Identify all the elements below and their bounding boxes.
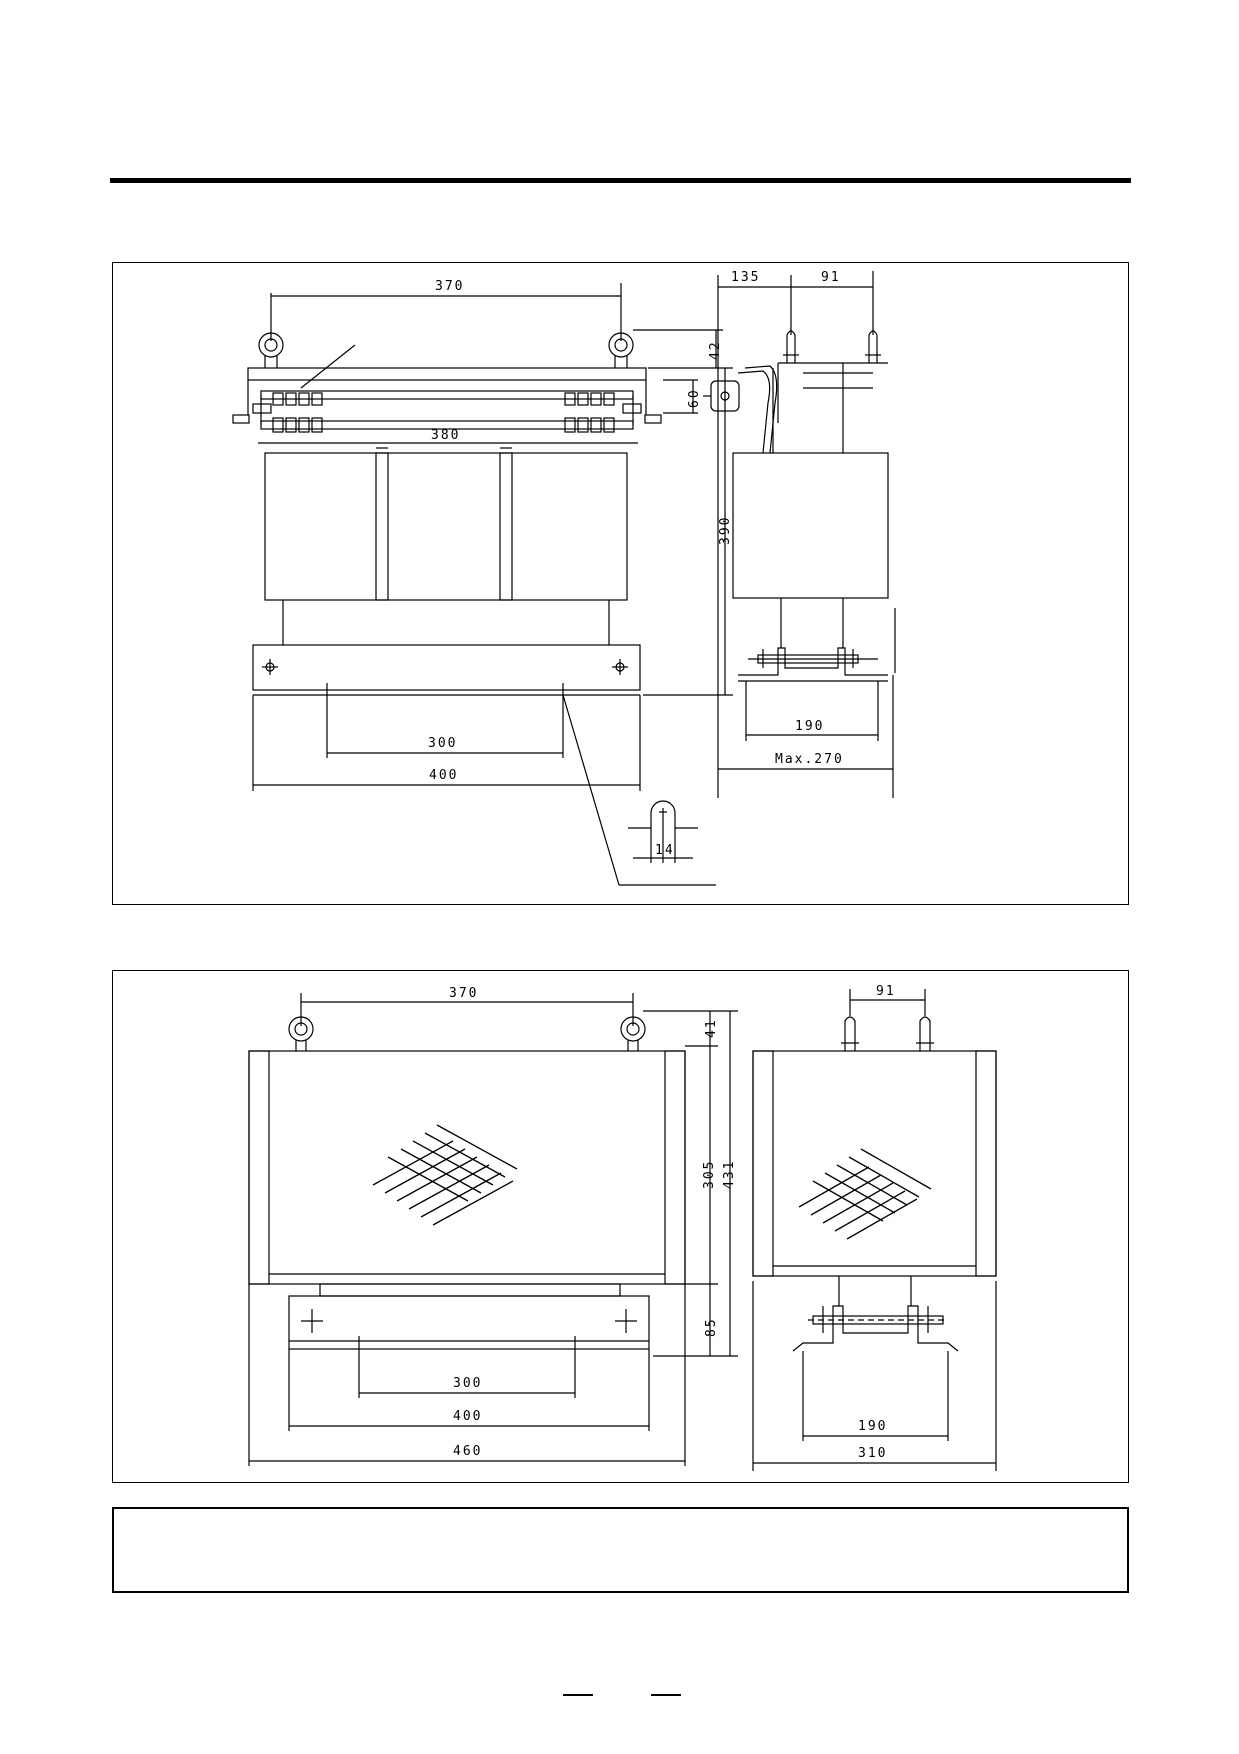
transformer-core [264,452,628,601]
terminal-post-icon [783,330,799,363]
mounting-base [252,644,641,691]
fig2-dim-side-overall-width: 310 [858,1446,887,1461]
mount-hole-icon [301,1309,323,1333]
ventilation-mesh [798,1148,932,1240]
eyebolt-icon [620,1016,646,1051]
note-box [112,1507,1129,1593]
fig1-dim-overall-height: 390 [718,516,733,545]
fig1-dim-side-mount-span: 190 [795,719,824,734]
fig1-side-core [732,452,889,599]
fig2-dim-eyebolt-span: 370 [449,986,478,1001]
terminal-post-icon [916,1016,934,1051]
fig2-dim-side-mount-span: 190 [858,1419,887,1434]
ventilation-mesh [372,1124,518,1226]
fig2-dim-terminal-pitch: 91 [876,984,896,999]
fig2-front-view: 370 [248,986,738,1466]
page-number-dash-right [651,1694,681,1696]
figure-2-panel: 370 [112,970,1129,1483]
fig1-dim-slot-width: 14 [655,843,675,858]
eyebolt-icon [288,1016,314,1051]
eyebolt-icon [608,332,634,368]
fig2-dim-mount-hole-span: 300 [453,1376,482,1391]
figure-1-panel: 370 [112,262,1129,905]
fig1-side-view: 135 91 [703,270,896,798]
fig1-dim-max-width: Max.270 [775,752,844,767]
fig2-dim-eyebolt-height: 41 [704,1018,719,1038]
fig1-dim-eyebolt-span: 370 [435,279,464,294]
terminal-post-icon [841,1016,859,1051]
terminal-block [232,390,662,433]
mount-hole-icon [262,659,278,675]
page-number-dash-left [563,1694,593,1696]
mount-hole-icon [615,1309,637,1333]
fig1-dim-bus-length: 380 [431,428,460,443]
fig2-dim-body-height: 305 [702,1160,717,1189]
enclosure-front [248,1050,686,1285]
mount-hole-icon [612,659,628,675]
mounting-base [288,1295,650,1350]
header-rule [110,178,1131,183]
fig1-dim-terminal-height: 60 [687,388,702,408]
fig1-dim-terminal-offset: 135 [731,270,760,285]
fig1-dim-eyebolt-height: 42 [708,340,723,360]
fig2-dim-base-height: 85 [704,1317,719,1337]
fig1-dim-base-length: 400 [429,768,458,783]
fig2-dim-overall-height: 431 [722,1160,737,1189]
fig2-side-view: 91 [752,984,997,1471]
figure-2-drawing: 370 [248,984,997,1471]
terminal-post-icon [865,330,881,363]
fig2-dim-overall-width: 460 [453,1444,482,1459]
figure-1-drawing: 370 [232,270,896,886]
fig1-front-view: 370 [232,279,733,886]
slot-detail: 14 [628,800,698,863]
enclosure-side [752,1050,997,1277]
fig1-dim-mount-hole-span: 300 [428,736,457,751]
eyebolt-icon [258,332,284,368]
fig2-dim-base-length: 400 [453,1409,482,1424]
fig1-dim-terminal-pitch: 91 [821,270,841,285]
